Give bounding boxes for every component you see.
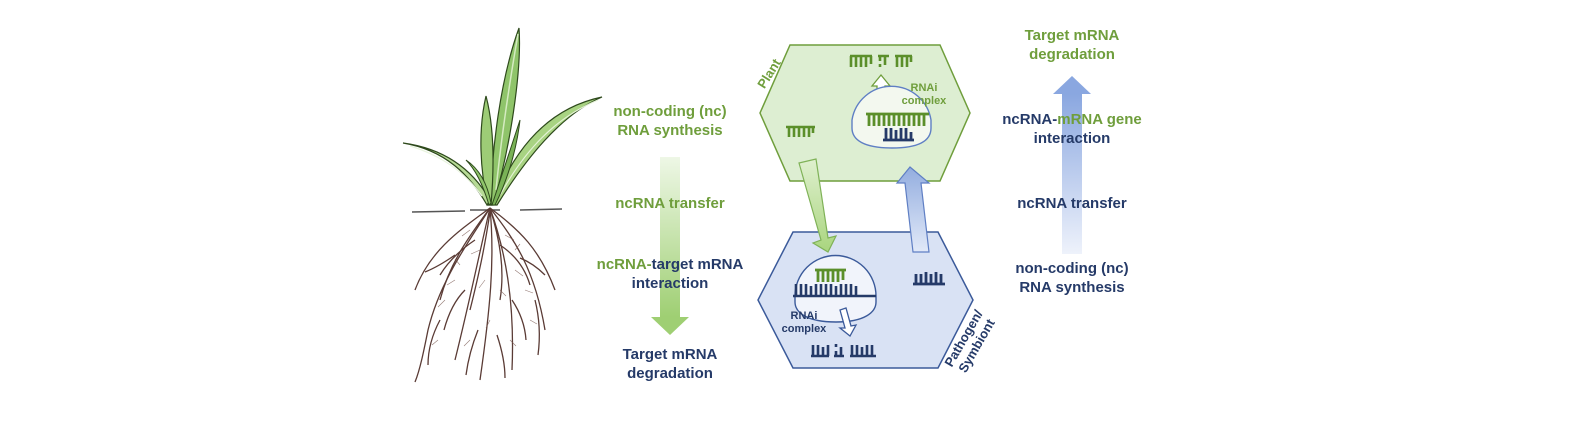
plant-illustration (402, 27, 603, 383)
left-down-arrow (651, 157, 689, 335)
right-synthesis-label: non-coding (nc) RNA synthesis (1015, 260, 1129, 296)
left-degradation-label: Target mRNA degradation (622, 346, 718, 382)
leaf-mid (480, 95, 494, 206)
plant-ncrna (786, 125, 815, 137)
plant-to-pathogen-arrow (798, 158, 838, 253)
right-up-arrow (1053, 76, 1091, 254)
right-interaction-label: ncRNA-mRNA gene interaction (1002, 111, 1142, 147)
pathogen-ncrna (913, 272, 945, 286)
soil-line (411, 208, 563, 213)
roots (414, 207, 556, 383)
left-synthesis-label: non-coding (nc) RNA synthesis (613, 103, 727, 139)
pathogen-rnai-label: RNAi complex (781, 310, 827, 335)
left-transfer-label: ncRNA transfer (615, 195, 725, 212)
leaf-left (402, 142, 491, 207)
leaf-mid2 (491, 119, 521, 206)
pathogen-degraded-fragments (811, 344, 876, 358)
left-interaction-label: ncRNA-target mRNA interaction (596, 256, 744, 292)
degradation-arrow-pathogen (838, 307, 858, 337)
pathogen-to-plant-arrow (895, 166, 931, 253)
right-transfer-label: ncRNA transfer (1017, 195, 1127, 212)
leaf-right (491, 96, 603, 206)
plant-rnai-label: RNAi complex (901, 82, 947, 107)
pathogen-rnai-complex (793, 254, 877, 323)
leaf-small (465, 159, 492, 206)
plant-degraded-fragments (849, 54, 913, 67)
right-degradation-label: Target mRNA degradation (1024, 27, 1120, 63)
plant-rnai-complex (851, 85, 932, 149)
